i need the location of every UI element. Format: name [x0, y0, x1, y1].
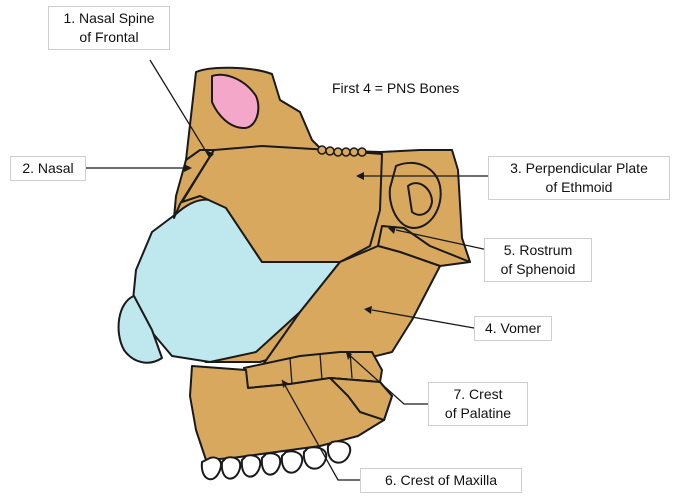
label-nasal: 2. Nasal	[10, 156, 86, 181]
label-nasal-spine: 1. Nasal Spine of Frontal	[48, 6, 170, 50]
label-crest-palatine: 7. Crest of Palatine	[428, 382, 528, 426]
header-note: First 4 = PNS Bones	[332, 80, 459, 96]
label-crest-maxilla: 6. Crest of Maxilla	[360, 468, 522, 493]
label-vomer: 4. Vomer	[474, 316, 552, 341]
label-perpendicular-plate: 3. Perpendicular Plate of Ethmoid	[488, 156, 670, 200]
label-rostrum: 5. Rostrum of Sphenoid	[484, 238, 592, 282]
